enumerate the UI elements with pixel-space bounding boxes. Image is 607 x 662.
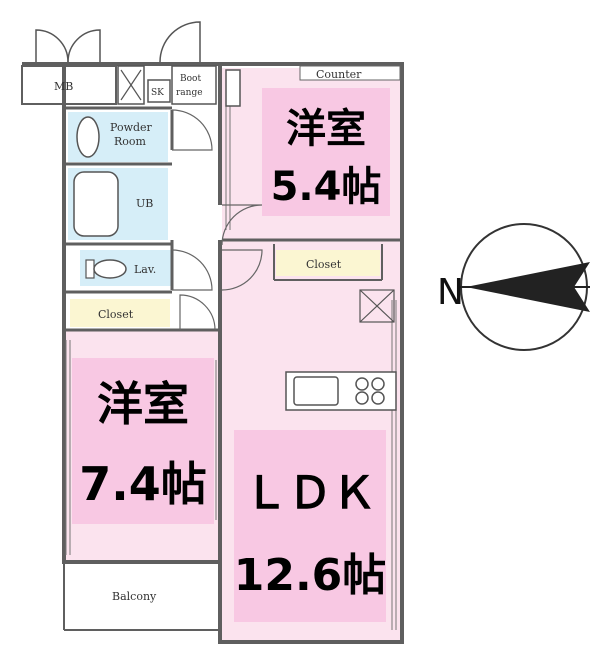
entry-doors <box>35 21 201 63</box>
boot-label-1: Boot <box>180 74 201 84</box>
powder-label-1: Powder <box>110 121 153 134</box>
mb-label: MB <box>54 80 73 93</box>
closet-ldk-label: Closet <box>306 258 342 271</box>
compass <box>460 223 590 351</box>
lav-label: Lav. <box>134 263 156 276</box>
room-5-4-size: 5.4帖 <box>271 164 382 210</box>
washbasin-icon <box>76 116 100 158</box>
room-5-4-label-bg <box>262 88 390 216</box>
toilet-tank-icon <box>85 259 95 279</box>
closet-room-label: Closet <box>98 308 134 321</box>
fridge-space-icon <box>359 289 395 323</box>
ldk-label-bg <box>234 430 386 622</box>
room-7-4-name: 洋室 <box>97 377 189 431</box>
kitchen <box>285 371 397 411</box>
counter <box>299 65 401 81</box>
compass-north-label: N <box>437 272 464 313</box>
closet-ldk-fill <box>276 250 380 276</box>
powder-label-2: Room <box>114 135 147 148</box>
balcony-label: Balcony <box>112 590 157 603</box>
room-7-4-label-bg <box>72 358 214 524</box>
counter-label: Counter <box>316 68 362 81</box>
ldk-size: 12.6帖 <box>234 550 387 601</box>
sk-label: SK <box>151 88 164 98</box>
ub-label: UB <box>136 197 153 210</box>
washer-drain-icon <box>120 69 142 101</box>
boot-label-2: range <box>176 88 203 98</box>
bathtub-icon <box>73 171 119 237</box>
ldk-name: ＬＤＫ <box>244 468 376 519</box>
toilet-bowl-icon <box>93 259 127 279</box>
door-swings <box>171 109 263 331</box>
room-7-4-size: 7.4帖 <box>79 457 207 511</box>
closet-room-fill <box>70 299 170 327</box>
room-5-4-name: 洋室 <box>286 106 366 152</box>
utility-boxes <box>117 65 241 107</box>
walls <box>21 62 404 644</box>
